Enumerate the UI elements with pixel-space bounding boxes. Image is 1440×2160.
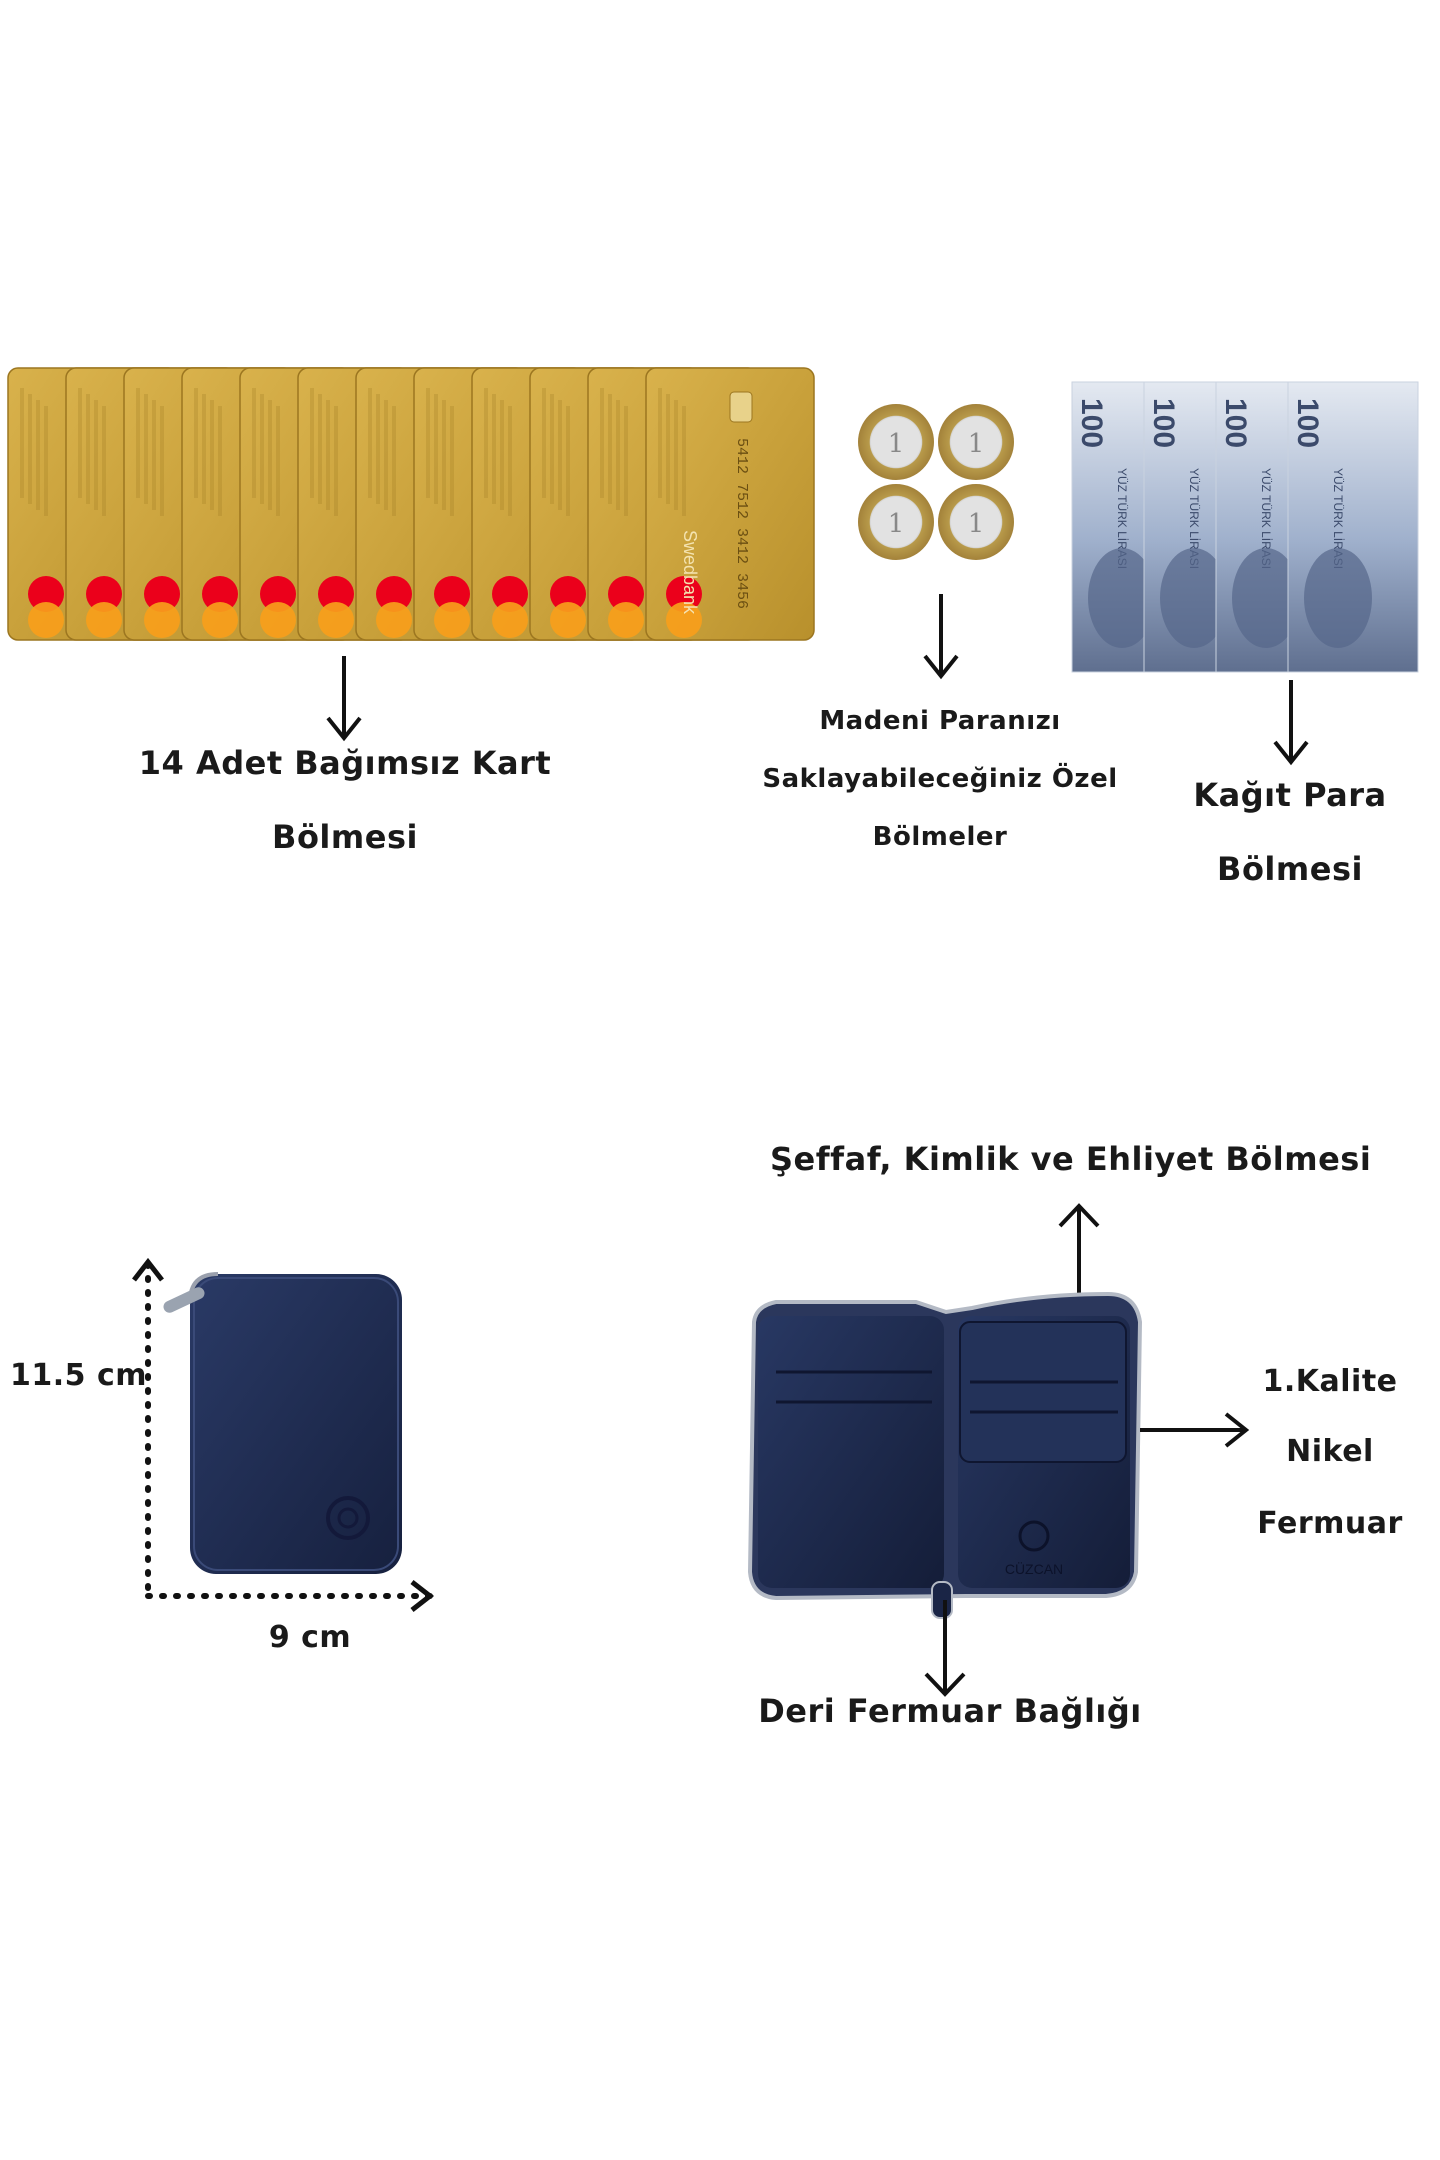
coins-arrow <box>923 594 959 680</box>
cards-caption-line1: 14 Adet Bağımsız Kart <box>138 744 552 782</box>
svg-text:1: 1 <box>968 429 985 459</box>
dimension-arrows <box>132 1257 435 1612</box>
card-chip <box>729 391 753 423</box>
svg-text:1: 1 <box>888 509 905 539</box>
card-number: 5412 7512 3412 3456 <box>733 438 750 609</box>
width-label: 9 cm <box>268 1620 352 1655</box>
card-bank-name: Swedbank <box>680 530 700 615</box>
svg-text:YÜZ TÜRK LİRASI: YÜZ TÜRK LİRASI <box>1331 468 1345 569</box>
zipper-caption-line2: Nikel <box>1286 1434 1374 1469</box>
brand-logo-text: CÜZCAN <box>1005 1560 1063 1577</box>
coin-1: 1 <box>858 404 934 480</box>
coin-3: 1 <box>858 484 934 560</box>
svg-text:1: 1 <box>888 429 905 459</box>
pull-caption: Deri Fermuar Bağlığı <box>758 1692 1142 1730</box>
top-caption-arrow <box>1058 1203 1100 1300</box>
card-12 <box>645 367 815 641</box>
svg-text:100: 100 <box>1219 398 1252 448</box>
coins-caption-line1: Madeni Paranızı <box>819 706 1061 736</box>
coin-4: 1 <box>938 484 1014 560</box>
svg-text:100: 100 <box>1147 398 1180 448</box>
coin-2: 1 <box>938 404 1014 480</box>
zipper-caption-line1: 1.Kalite <box>1262 1364 1398 1399</box>
cards-caption-line2: Bölmesi <box>272 818 418 856</box>
svg-text:YÜZ TÜRK LİRASI: YÜZ TÜRK LİRASI <box>1115 468 1129 569</box>
cards-stack: 5412 7512 3412 3456 <box>7 367 815 641</box>
coins: 1 1 1 1 <box>858 404 1014 560</box>
zipper-pull <box>163 1287 205 1313</box>
banknotes-arrow <box>1273 680 1309 766</box>
svg-text:1: 1 <box>968 509 985 539</box>
coins-caption-line2: Saklayabileceğiniz Özel <box>762 764 1118 794</box>
wallet-closed <box>163 1272 402 1574</box>
zipper-caption-line3: Fermuar <box>1257 1506 1403 1541</box>
banknotes-caption-line2: Bölmesi <box>1217 850 1363 888</box>
brand-emblem <box>326 1496 370 1540</box>
coins-caption-line3: Bölmeler <box>872 822 1008 852</box>
banknotes-caption-line1: Kağıt Para <box>1193 776 1387 814</box>
wallet-open: CÜZCAN <box>747 1291 1143 1619</box>
top-caption: Şeffaf, Kimlik ve Ehliyet Bölmesi <box>770 1140 1372 1178</box>
svg-text:YÜZ TÜRK LİRASI: YÜZ TÜRK LİRASI <box>1187 468 1201 569</box>
zipper-arrow <box>1140 1412 1250 1448</box>
left-card-panel <box>758 1316 944 1588</box>
svg-text:YÜZ TÜRK LİRASI: YÜZ TÜRK LİRASI <box>1259 468 1273 569</box>
pull-arrow <box>924 1600 966 1697</box>
svg-text:100: 100 <box>1291 398 1324 448</box>
svg-text:100: 100 <box>1075 398 1108 448</box>
cards-arrow <box>326 656 362 742</box>
height-label: 11.5 cm <box>10 1358 148 1393</box>
